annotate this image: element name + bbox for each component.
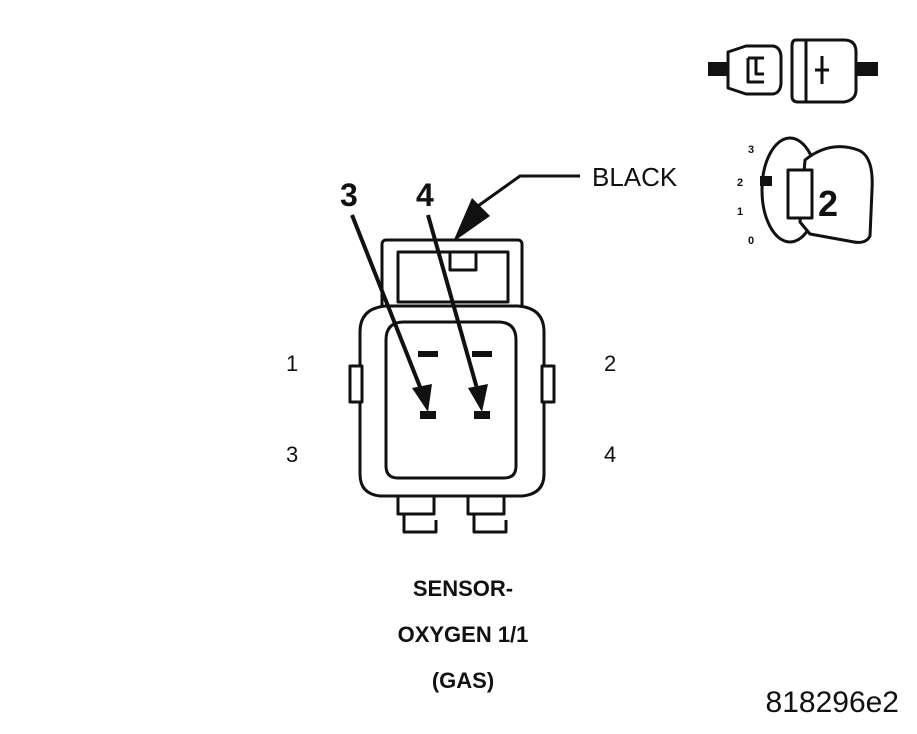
terminal-3-marker — [420, 411, 436, 419]
terminal-4-marker — [474, 411, 490, 419]
connector-title-line-2: OXYGEN 1/1 — [398, 622, 529, 647]
arrow-3-head — [412, 384, 432, 412]
terminal-2-marker — [472, 351, 492, 357]
color-callout-arrowhead — [453, 198, 490, 242]
cavity-label-3: 3 — [286, 442, 298, 467]
dial-tick-3: 3 — [748, 144, 754, 156]
dial-tick-0: 0 — [748, 235, 754, 247]
cavity-label-1: 1 — [286, 351, 298, 376]
connector-type-icon — [708, 38, 878, 104]
connector-title-line-1: SENSOR- — [413, 576, 513, 601]
dial-tick-1: 1 — [737, 206, 743, 218]
cavity-label-4: 4 — [604, 442, 616, 467]
dial-tick-2: 2 — [737, 177, 743, 189]
arrow-4-head — [468, 384, 488, 412]
figure-id: 818296e2 — [766, 686, 899, 719]
cavity-label-2: 2 — [604, 351, 616, 376]
arrow-label-4: 4 — [416, 177, 434, 213]
dial-selected-position: 2 — [818, 183, 838, 224]
arrow-3-shaft — [350, 214, 424, 393]
connector-title-line-3: (GAS) — [432, 668, 494, 693]
connector-color-label: BLACK — [592, 162, 678, 192]
arrow-4-shaft — [426, 214, 480, 393]
arrow-label-3: 3 — [340, 177, 358, 213]
position-dial-icon — [760, 136, 874, 244]
terminal-1-marker — [418, 351, 438, 357]
color-callout-leader — [477, 174, 580, 208]
